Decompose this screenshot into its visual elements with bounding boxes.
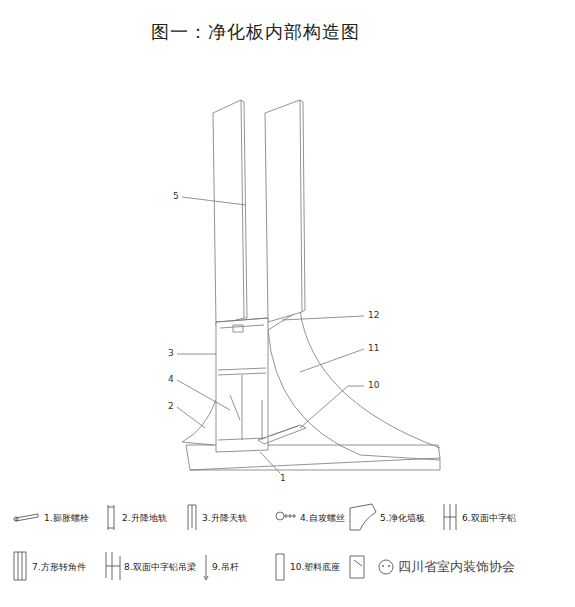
legend-caption: 8.双面中字铝吊梁	[124, 561, 196, 574]
legend-caption: 5.净化墙板	[380, 512, 425, 525]
legend-caption: 6.双面中字铝	[462, 512, 516, 525]
legend-caption: 2.升降地轨	[122, 512, 167, 525]
watermark: 四川省室内装饰协会	[398, 558, 515, 576]
legend-caption: 9.吊杆	[212, 561, 239, 574]
callout-number: 11	[367, 343, 380, 353]
legend-caption: 10.塑料底座	[290, 561, 340, 574]
legend-caption: 4.自攻螺丝	[300, 512, 345, 525]
callout-number: 2	[167, 401, 175, 411]
legend-caption: 1.膨胀螺栓	[44, 512, 89, 525]
callout-number: 3	[167, 348, 175, 358]
callout-number: 12	[367, 310, 380, 320]
callout-number: 5	[172, 191, 180, 201]
diagram-title: 图一：净化板内部构造图	[151, 20, 360, 44]
callout-number: 4	[167, 374, 175, 384]
legend-caption: 3.升降天轨	[202, 512, 247, 525]
callout-number: 10	[367, 380, 380, 390]
callout-number: 1	[279, 473, 287, 483]
legend-caption: 7.方形转角件	[32, 561, 86, 574]
